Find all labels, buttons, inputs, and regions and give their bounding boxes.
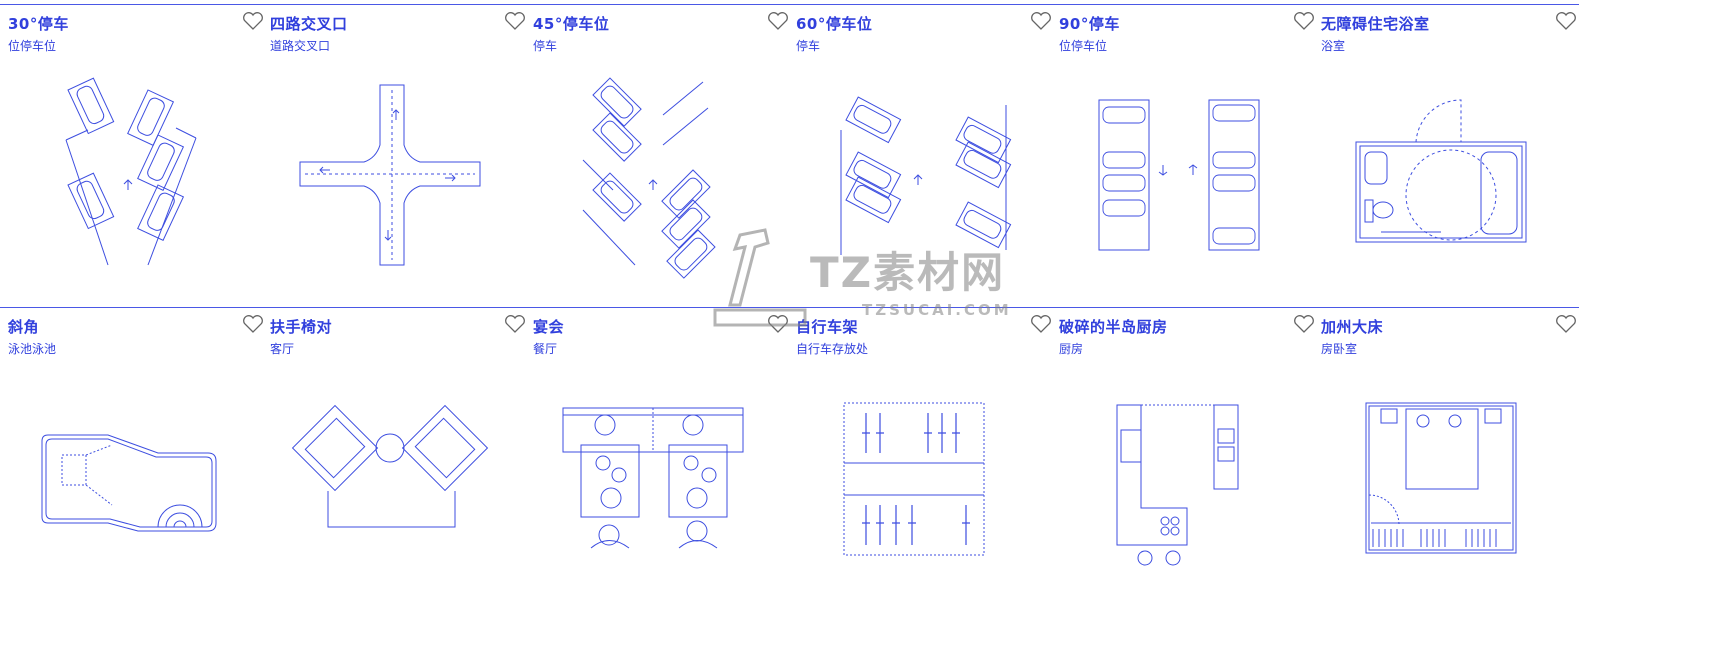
- card-subtitle: 停车: [796, 39, 821, 53]
- card-four-way-intersection[interactable]: 四路交叉口 道路交叉口: [262, 0, 528, 330]
- heart-outline-icon[interactable]: [504, 314, 526, 334]
- parking-90-drawing: [1098, 99, 1260, 251]
- card-bike-rack[interactable]: 自行车架 自行车存放处: [788, 303, 1054, 633]
- card-title: 30°停车: [8, 15, 69, 33]
- bike-rack-drawing: [843, 402, 985, 556]
- armchairs-drawing: [291, 404, 489, 528]
- parking-30-drawing: [65, 77, 197, 266]
- heart-outline-icon[interactable]: [1293, 11, 1315, 31]
- bedroom-drawing: [1365, 402, 1517, 554]
- intersection-drawing: [299, 84, 481, 266]
- card-subtitle: 停车: [533, 39, 558, 53]
- card-accessible-bathroom[interactable]: 无障碍住宅浴室 浴室: [1313, 0, 1579, 330]
- heart-outline-icon[interactable]: [1293, 314, 1315, 334]
- card-title: 宴会: [533, 318, 565, 336]
- card-title: 斜角: [8, 318, 40, 336]
- card-title: 扶手椅对: [270, 318, 333, 336]
- kitchen-drawing: [1116, 404, 1239, 566]
- card-subtitle: 浴室: [1321, 39, 1346, 53]
- card-subtitle: 厨房: [1059, 342, 1084, 356]
- card-divider: [1051, 307, 1317, 308]
- card-divider: [525, 307, 791, 308]
- card-divider: [788, 4, 1054, 5]
- card-banquet[interactable]: 宴会 餐厅: [525, 303, 791, 633]
- card-divider: [262, 307, 528, 308]
- heart-outline-icon[interactable]: [767, 314, 789, 334]
- heart-outline-icon[interactable]: [1030, 314, 1052, 334]
- card-california-king-bed[interactable]: 加州大床 房卧室: [1313, 303, 1579, 633]
- card-title: 45°停车位: [533, 15, 610, 33]
- card-angled-pool[interactable]: 斜角 泳池泳池: [0, 303, 266, 633]
- card-divider: [1313, 307, 1579, 308]
- card-title: 自行车架: [796, 318, 859, 336]
- card-60-parking[interactable]: 60°停车位 停车: [788, 0, 1054, 330]
- card-divider: [1051, 4, 1317, 5]
- card-30-parking[interactable]: 30°停车 位停车位: [0, 0, 266, 330]
- heart-outline-icon[interactable]: [242, 314, 264, 334]
- heart-outline-icon[interactable]: [504, 11, 526, 31]
- card-broken-peninsula-kitchen[interactable]: 破碎的半岛厨房 厨房: [1051, 303, 1317, 633]
- heart-outline-icon[interactable]: [242, 11, 264, 31]
- card-title: 加州大床: [1321, 318, 1384, 336]
- card-divider: [0, 307, 266, 308]
- card-title: 90°停车: [1059, 15, 1120, 33]
- card-subtitle: 道路交叉口: [270, 39, 331, 53]
- card-divider: [262, 4, 528, 5]
- card-title: 破碎的半岛厨房: [1059, 318, 1168, 336]
- card-title: 60°停车位: [796, 15, 873, 33]
- card-subtitle: 位停车位: [8, 39, 57, 53]
- card-title: 无障碍住宅浴室: [1321, 15, 1430, 33]
- card-subtitle: 房卧室: [1321, 342, 1358, 356]
- pool-drawing: [41, 434, 217, 532]
- card-subtitle: 客厅: [270, 342, 295, 356]
- bathroom-drawing: [1355, 99, 1527, 243]
- card-divider: [788, 307, 1054, 308]
- card-subtitle: 餐厅: [533, 342, 558, 356]
- card-subtitle: 自行车存放处: [796, 342, 869, 356]
- heart-outline-icon[interactable]: [1030, 11, 1052, 31]
- parking-45-drawing: [582, 77, 716, 279]
- card-subtitle: 泳池泳池: [8, 342, 57, 356]
- card-90-parking[interactable]: 90°停车 位停车位: [1051, 0, 1317, 330]
- card-title: 四路交叉口: [270, 15, 348, 33]
- parking-60-drawing: [840, 96, 1012, 255]
- heart-outline-icon[interactable]: [1555, 314, 1577, 334]
- card-divider: [525, 4, 791, 5]
- card-subtitle: 位停车位: [1059, 39, 1108, 53]
- heart-outline-icon[interactable]: [767, 11, 789, 31]
- card-armchair-pair[interactable]: 扶手椅对 客厅: [262, 303, 528, 633]
- card-divider: [1313, 4, 1579, 5]
- card-45-parking[interactable]: 45°停车位 停车: [525, 0, 791, 330]
- heart-outline-icon[interactable]: [1555, 11, 1577, 31]
- card-divider: [0, 4, 266, 5]
- banquet-drawing: [562, 407, 744, 549]
